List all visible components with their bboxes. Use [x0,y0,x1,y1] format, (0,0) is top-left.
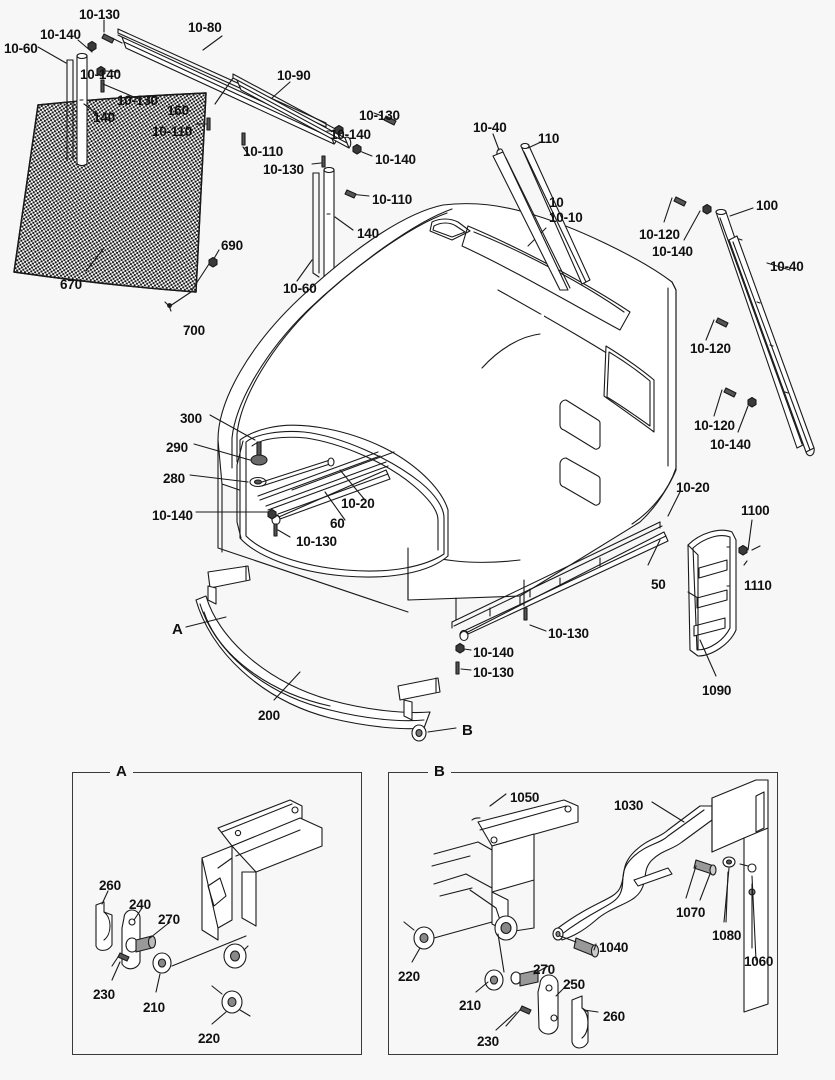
callout-10-140-h: 10-140 [473,645,514,660]
panel-a-frame [72,772,362,1055]
callout-140: 140 [93,110,115,125]
callout-10-80: 10-80 [188,20,222,35]
panel-b-callout-1030: 1030 [614,798,644,813]
callout-10-140-b: 10-140 [80,67,121,82]
panel-b-callout-1040: 1040 [599,940,629,955]
callout-110: 110 [538,131,560,146]
callout-100: 100 [756,198,778,213]
callout-1090: 1090 [702,683,732,698]
panel-b-callout-1070: 1070 [676,905,706,920]
callout-50: 50 [651,577,666,592]
callout-10-140-f: 10-140 [710,437,751,452]
panel-a-callout-240: 240 [129,897,151,912]
callout-700: 700 [183,323,205,338]
panel-b-callout-210: 210 [459,998,481,1013]
callout-10-140-e: 10-140 [652,244,693,259]
callout-10-120-c: 10-120 [694,418,735,433]
panel-b-tab: B [428,763,451,780]
callout-10-120-b: 10-120 [690,341,731,356]
callout-300: 300 [180,411,202,426]
cab-body-10 [217,203,677,613]
callout-section-b: B [462,722,473,739]
callout-10-110-c: 10-110 [372,192,413,207]
callout-200: 200 [258,708,280,723]
right-rail-10-40 [728,235,815,457]
callout-10-130-g: 10-130 [473,665,514,680]
callout-10-130-e: 10-130 [296,534,337,549]
callout-10-60: 10-60 [4,41,38,56]
panel-b-callout-1060: 1060 [744,954,774,969]
roof-rail-110 [520,142,591,285]
roof-rail-10-40 [492,148,571,291]
callout-10-110: 10-110 [152,124,193,139]
callout-670: 670 [60,277,82,292]
callout-60: 60 [330,516,345,531]
callout-10-90: 10-90 [277,68,311,83]
callout-10-130-f: 10-130 [548,626,589,641]
callout-10-120: 10-120 [639,227,680,242]
callout-280: 280 [163,471,185,486]
guard-1090 [687,529,737,657]
callout-10-20: 10-20 [341,496,375,511]
callout-10-10: 10-10 [549,210,583,225]
panel-a-callout-230: 230 [93,987,115,1002]
callout-10-130-c: 10-130 [359,108,400,123]
panel-b-callout-270: 270 [533,962,555,977]
callout-690: 690 [221,238,243,253]
panel-a-callout-210: 210 [143,1000,165,1015]
panel-a-callout-270: 270 [158,912,180,927]
grille-mesh-part [13,92,207,293]
panel-b-callout-250: 250 [563,977,585,992]
panel-b-callout-1080: 1080 [712,928,742,943]
callout-10-110-b: 10-110 [243,144,284,159]
panel-a-callout-260: 260 [99,878,121,893]
callout-10-140-g: 10-140 [152,508,193,523]
panel-b-frame [388,772,778,1055]
callout-1100: 1100 [741,503,770,518]
panel-a-art [95,799,323,1017]
panel-b-callout-260: 260 [603,1009,625,1024]
callout-10-130-b: 10-130 [117,93,158,108]
panel-a-tab: A [110,763,133,780]
callout-140-b: 140 [357,226,379,241]
callout-section-a: A [172,621,183,638]
callout-290: 290 [166,440,188,455]
callout-10-130: 10-130 [79,7,120,22]
panel-b-art [403,779,769,1049]
callout-10-130-d: 10-130 [263,162,304,177]
panel-b-callout-1050: 1050 [510,790,540,805]
callout-10: 10 [549,195,564,210]
callout-10-40-b: 10-40 [770,259,804,274]
callout-10-60-b: 10-60 [283,281,317,296]
callout-1110: 1110 [744,578,772,593]
bumper-200 [195,565,441,742]
callout-10-40: 10-40 [473,120,507,135]
rail-10-90 [232,73,352,149]
callout-10-20-b: 10-20 [676,480,710,495]
callout-10-140-c: 10-140 [330,127,371,142]
mid-post-pair [312,166,335,280]
panel-b-callout-220: 220 [398,969,420,984]
callout-10-140: 10-140 [40,27,81,42]
callout-10-140-d: 10-140 [375,152,416,167]
sill-rail-50 [451,521,669,642]
panel-a-callout-220: 220 [198,1031,220,1046]
callout-160: 160 [167,103,189,118]
left-post-pair [66,52,88,167]
panel-b-callout-230: 230 [477,1034,499,1049]
